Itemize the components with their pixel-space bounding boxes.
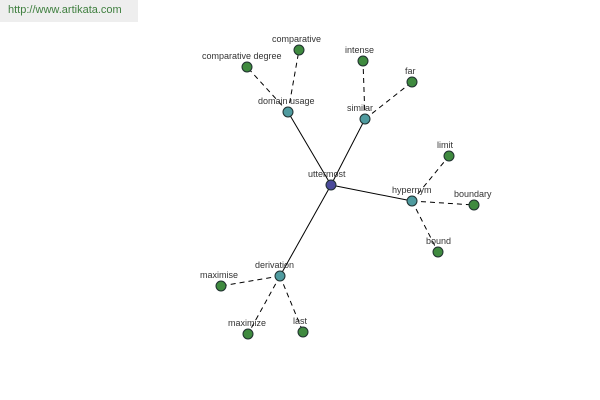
word-node-far[interactable] — [406, 76, 418, 88]
edge-hypernym-bound — [411, 200, 439, 253]
word-label-maximize[interactable]: maximize — [228, 318, 266, 328]
edge-derivation-maximize — [247, 275, 281, 335]
edge-hypernym-boundary — [411, 200, 475, 206]
root-label-utter[interactable]: uttermost — [308, 169, 346, 179]
word-label-last[interactable]: last — [293, 316, 308, 326]
edge-similar-intense — [362, 60, 366, 120]
edge-derivation-maximise — [220, 275, 281, 287]
relation-node-domain[interactable] — [282, 106, 294, 118]
word-label-bound[interactable]: bound — [426, 236, 451, 246]
edge-utter-domain — [287, 111, 332, 186]
edge-similar-far — [364, 81, 413, 120]
graph-edges — [220, 49, 475, 335]
word-node-last[interactable] — [297, 326, 309, 338]
word-node-bound[interactable] — [432, 246, 444, 258]
relation-label-derivation[interactable]: derivation — [255, 260, 294, 270]
relation-node-similar[interactable] — [359, 113, 371, 125]
edge-derivation-last — [279, 275, 304, 333]
graph-nodes: uttermost domain usage comparative degree c… — [200, 34, 492, 340]
word-label-limit[interactable]: limit — [437, 140, 453, 150]
word-node-compdeg[interactable] — [241, 61, 253, 73]
word-label-far[interactable]: far — [405, 66, 416, 76]
word-node-intense[interactable] — [357, 55, 369, 67]
word-label-compdeg[interactable]: comparative degree — [202, 51, 282, 61]
word-label-maximise[interactable]: maximise — [200, 270, 238, 280]
relation-node-derivation[interactable] — [274, 270, 286, 282]
watermark-url: http://www.artikata.com — [0, 0, 138, 22]
relation-label-domain[interactable]: domain usage — [258, 96, 315, 106]
word-label-comparative[interactable]: comparative — [272, 34, 321, 44]
edge-utter-hypernym — [330, 184, 413, 202]
edge-hypernym-limit — [411, 155, 450, 202]
word-node-maximize[interactable] — [242, 328, 254, 340]
root-node-utter[interactable] — [325, 179, 337, 191]
relation-label-similar[interactable]: similar — [347, 103, 373, 113]
word-node-comparative[interactable] — [293, 44, 305, 56]
word-label-intense[interactable]: intense — [345, 45, 374, 55]
edge-utter-similar — [330, 118, 366, 186]
word-node-maximise[interactable] — [215, 280, 227, 292]
word-node-boundary[interactable] — [468, 199, 480, 211]
edge-domain-compdeg — [246, 66, 289, 113]
relation-node-hypernym[interactable] — [406, 195, 418, 207]
word-node-limit[interactable] — [443, 150, 455, 162]
edge-domain-comparative — [287, 49, 300, 113]
edge-utter-derivation — [279, 184, 332, 277]
relation-label-hypernym[interactable]: hypernym — [392, 185, 432, 195]
word-label-boundary[interactable]: boundary — [454, 189, 492, 199]
